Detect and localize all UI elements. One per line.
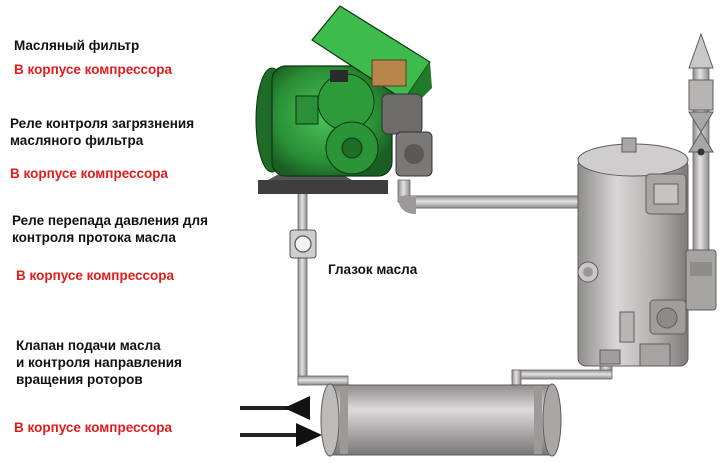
screw-compressor xyxy=(255,5,433,194)
label-filter-contamination-relay: Реле контроля загрязнения масляного филь… xyxy=(10,116,195,148)
label-valve-location: В корпусе компрессора xyxy=(14,420,173,435)
label-oil-filter-location: В корпусе компрессора xyxy=(14,62,173,77)
label-oil-supply-valve: Клапан подачи масла и контроля направлен… xyxy=(16,338,182,387)
oil-separator xyxy=(577,137,689,371)
label-pressure-differential-relay: Реле перепада давления для контроля прот… xyxy=(12,213,208,245)
outlet-riser xyxy=(685,32,717,311)
oil-line-pipe xyxy=(297,184,349,386)
label-pressure-relay-location: В корпусе компрессора xyxy=(16,268,175,283)
oil-sight-glass xyxy=(289,229,317,259)
oil-cooler xyxy=(320,383,562,457)
label-filter-relay-location: В корпусе компрессора xyxy=(10,166,169,181)
label-oil-filter: Масляный фильтр xyxy=(14,38,140,53)
label-oil-sight-glass: Глазок масла xyxy=(328,262,418,277)
coolant-arrows xyxy=(240,396,322,447)
